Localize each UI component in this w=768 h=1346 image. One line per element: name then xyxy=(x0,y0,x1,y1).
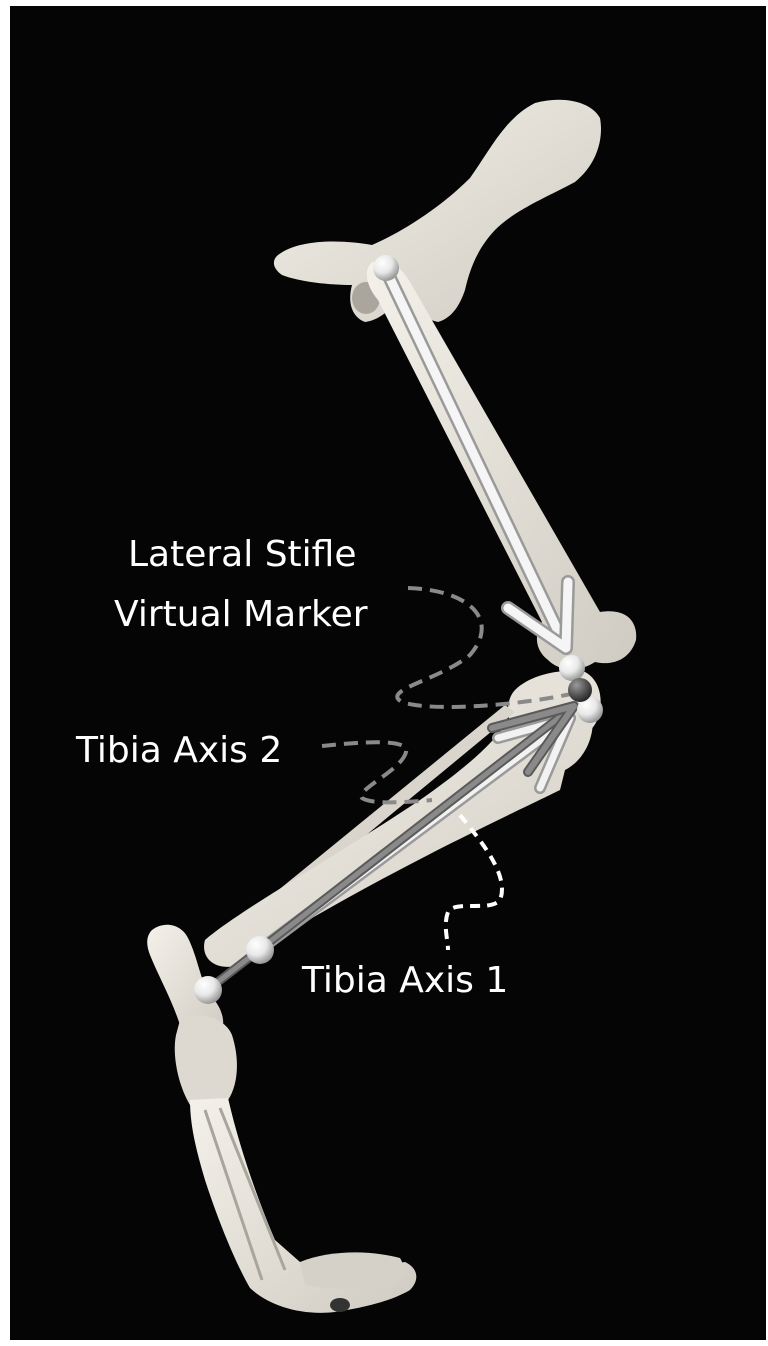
hip-marker xyxy=(373,255,399,281)
lateral-stifle-label-line1: Lateral Stifle xyxy=(128,534,356,575)
lateral-stifle-virtual-marker xyxy=(568,678,592,702)
tibia-distal-marker-1 xyxy=(246,936,274,964)
tibia-distal-marker-2 xyxy=(194,976,222,1004)
pelvis-bone xyxy=(274,100,601,322)
tibia-axis-2-label: Tibia Axis 2 xyxy=(75,730,282,771)
tarsal-bones xyxy=(175,1016,237,1105)
toe-shadow xyxy=(330,1298,350,1312)
femur-axis-line-inner xyxy=(386,270,566,648)
lateral-stifle-label-line2: Virtual Marker xyxy=(114,594,368,635)
stifle-marker-upper xyxy=(559,655,585,681)
tibia-axis-1-label: Tibia Axis 1 xyxy=(301,960,508,1001)
toe-bones xyxy=(300,1252,403,1289)
